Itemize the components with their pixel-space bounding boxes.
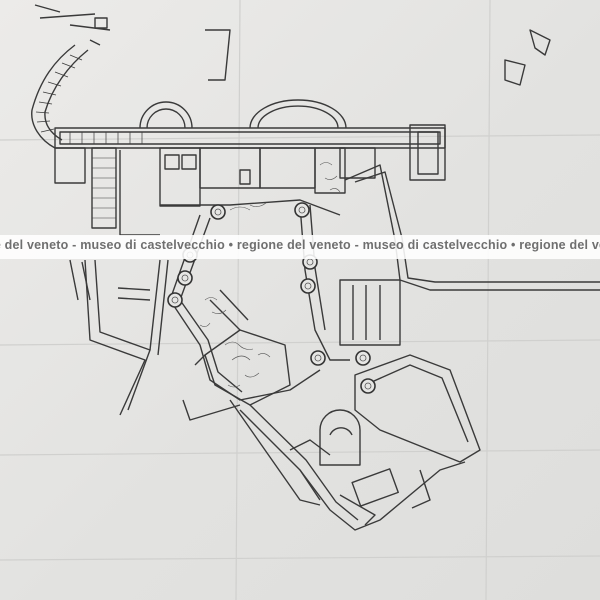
watermark-text: ne del veneto - museo di castelvecchio •… <box>0 238 600 252</box>
columns <box>167 202 376 394</box>
watermark-band: ne del veneto - museo di castelvecchio •… <box>0 235 600 259</box>
rock-texture <box>199 162 341 388</box>
